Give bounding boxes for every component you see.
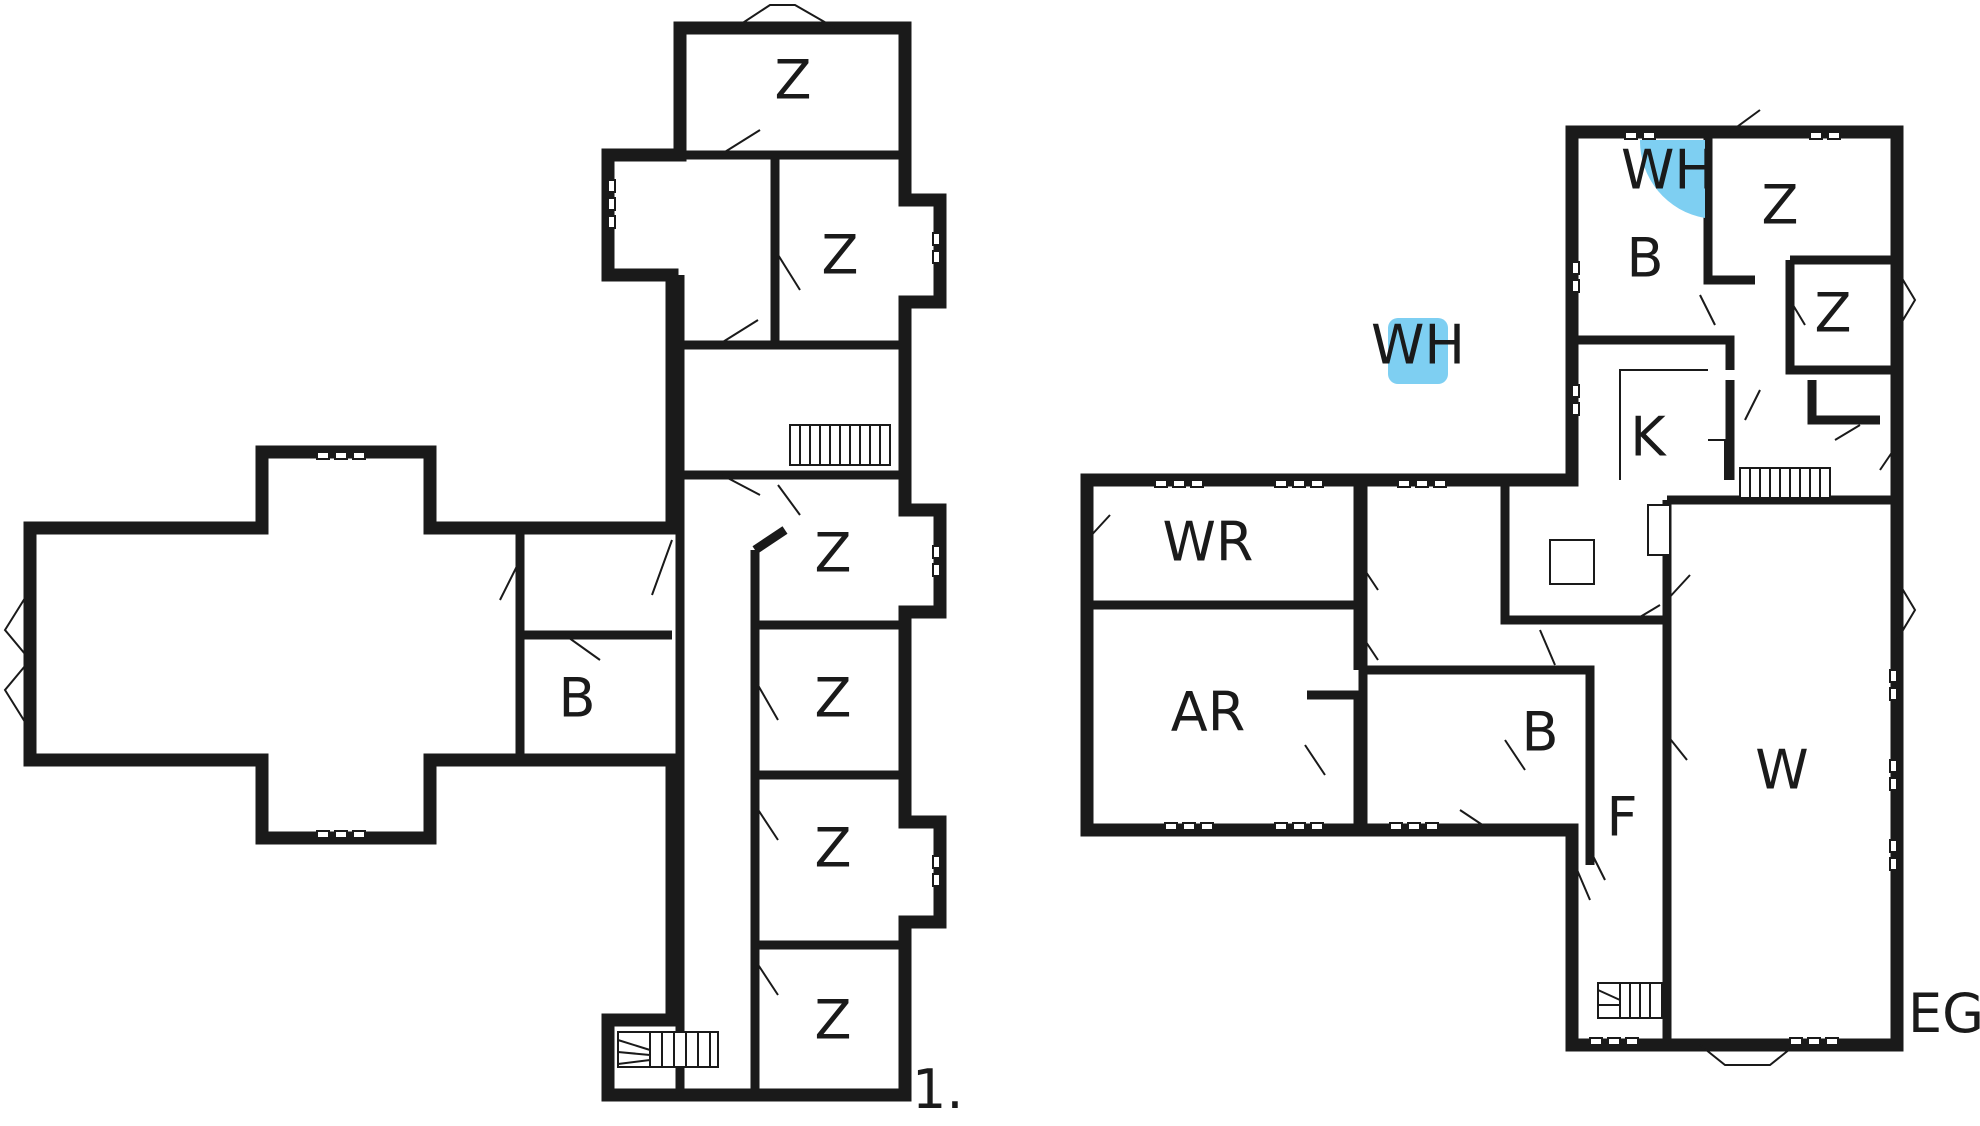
ground-interior-walls [1082,132,1897,1045]
upper-floor-outline [23,21,947,1102]
upper-interior-walls [515,150,905,1095]
upper-room-label-b: B [558,667,595,730]
upper-room-label-z4: Z [815,667,852,730]
ground-stairs [1597,467,1831,1019]
upper-stairs [617,424,891,1068]
ground-room-label-b1: B [1626,227,1663,290]
ground-doors [1086,109,1917,1066]
legend: WH [1371,314,1465,384]
ground-room-label-z1: Z [1762,174,1799,237]
upper-room-label-z6: Z [815,989,852,1052]
ground-wh-highlight [1639,140,1705,218]
ground-room-label-f: F [1606,786,1637,849]
upper-room-label-z5: Z [815,817,852,880]
upper-floor-label: 1. [912,1058,964,1121]
upper-top-bay [734,4,836,29]
ground-room-label-wr: WR [1163,511,1254,574]
upper-room-label-z3: Z [815,522,852,585]
ground-room-label-k: K [1630,406,1667,469]
upper-room-label-z2: Z [822,224,859,287]
ground-room-label-w: W [1755,739,1808,802]
upper-bay-window [3,589,31,731]
ground-room-label-b2: B [1521,701,1558,764]
ground-floor-label: EG [1908,982,1980,1045]
upper-room-label-z1: Z [775,49,812,112]
ground-room-label-z2: Z [1815,282,1852,345]
ground-fixtures [1549,369,1726,585]
ground-floor-outline [1080,125,1904,1052]
ground-floor: WH Z B Z K WR AR B F W EG [1080,109,1980,1066]
ground-windows [1154,131,1898,1046]
ground-room-label-wh: WH [1621,139,1715,202]
ground-room-label-ar: AR [1171,681,1245,744]
upper-floor: Z Z Z Z Z Z B 1. [3,4,964,1121]
legend-wh-label: WH [1371,314,1465,377]
upper-doors [499,129,801,996]
upper-windows [316,179,941,887]
